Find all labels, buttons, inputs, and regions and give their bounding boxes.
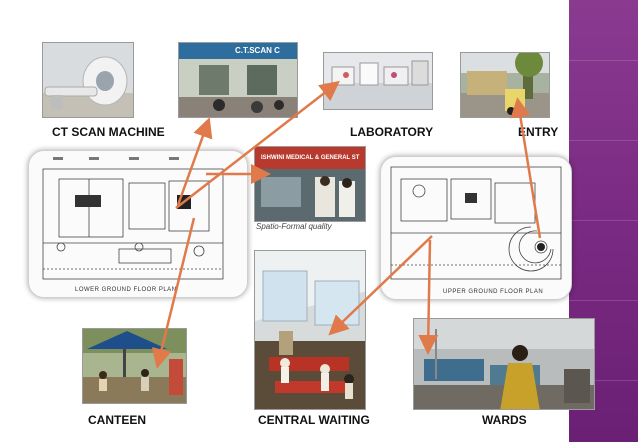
ct-scan-building-photo: C.T.SCAN C: [178, 42, 298, 118]
lower-plan-caption: LOWER GROUND FLOOR PLAN: [75, 287, 177, 293]
ct-scan-machine-label: CT SCAN MACHINE: [52, 125, 165, 139]
entry-photo: [460, 52, 550, 118]
canteen-label: CANTEEN: [88, 413, 147, 427]
upper-ground-floor-plan: UPPER GROUND FLOOR PLAN: [380, 156, 572, 300]
spatio-formal-caption: Spatio-Formal quality: [256, 222, 332, 231]
wards-label: WARDS: [482, 413, 527, 427]
wards-photo: [413, 318, 595, 410]
hospital-signboard-photo: ISHWINI MEDICAL & GENERAL ST: [254, 146, 366, 222]
canteen-photo: [82, 328, 187, 404]
central-waiting-label: CENTRAL WAITING: [258, 413, 370, 427]
lower-ground-floor-plan: LOWER GROUND FLOOR PLAN: [28, 150, 248, 298]
hospital-signboard-text: ISHWINI MEDICAL & GENERAL ST: [261, 155, 360, 161]
upper-plan-caption: UPPER GROUND FLOOR PLAN: [443, 289, 544, 295]
laboratory-label: LABORATORY: [350, 125, 434, 139]
ct-scan-machine-photo: [42, 42, 134, 118]
central-waiting-photo: [254, 250, 366, 410]
entry-label: ENTRY: [518, 125, 559, 139]
laboratory-photo: [323, 52, 433, 110]
ct-scan-signboard: C.T.SCAN C: [235, 46, 280, 55]
